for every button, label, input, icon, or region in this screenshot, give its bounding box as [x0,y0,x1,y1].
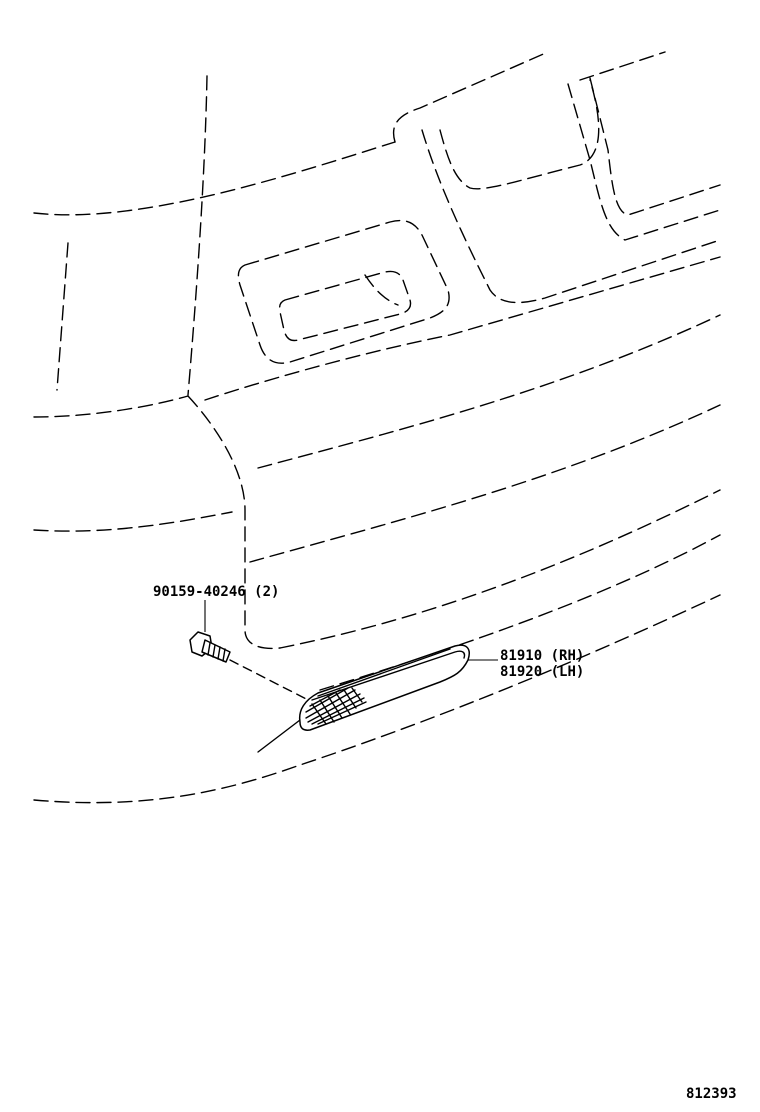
bolt-quantity: (2) [254,584,280,600]
bolt-callout: 90159-40246 (2) [153,584,279,600]
marker-rh-side: (RH) [550,648,585,664]
bolt [189,631,231,663]
marker-rh-callout: 81910 (RH) [500,648,584,664]
bolt-part-number: 90159-40246 [153,584,246,600]
illustration-id: 812393 [686,1086,737,1102]
marker-lh-callout: 81920 (LH) [500,664,584,680]
marker-lh-side: (LH) [550,664,585,680]
marker-lh-part-number: 81920 [500,664,543,680]
marker-rh-part-number: 81910 [500,648,543,664]
lens-pattern [305,687,367,725]
bolt-install-line [229,659,319,706]
side-marker-lamp [257,644,470,753]
